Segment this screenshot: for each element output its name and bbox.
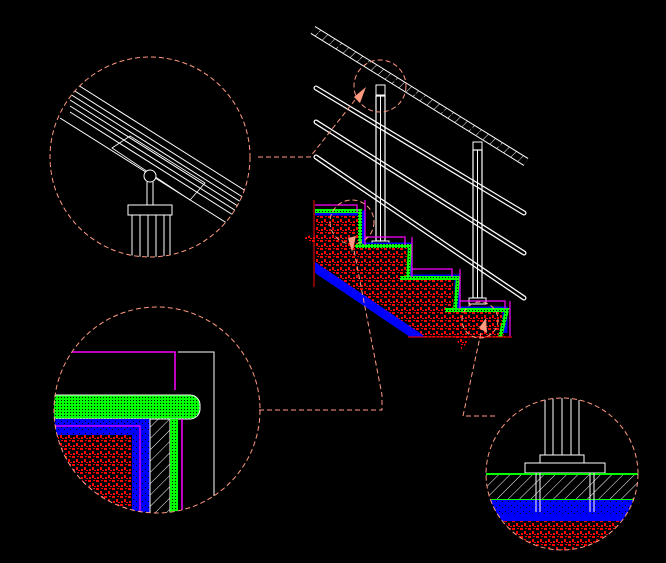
detail-post-base bbox=[485, 397, 639, 551]
detail-circle-1 bbox=[49, 56, 251, 258]
callout-arrow-2 bbox=[348, 236, 356, 252]
callout-markers bbox=[258, 59, 499, 417]
callout-arrow-3 bbox=[479, 318, 487, 333]
detail-circle-2 bbox=[53, 306, 261, 514]
post-2 bbox=[468, 141, 487, 305]
handrail bbox=[310, 26, 529, 166]
stair-section bbox=[304, 26, 529, 350]
detail-circle-3 bbox=[485, 397, 639, 551]
detail-handrail-bracket bbox=[49, 56, 251, 258]
detail-tread-nosing bbox=[53, 306, 261, 514]
callout-arrow-1 bbox=[354, 87, 366, 103]
